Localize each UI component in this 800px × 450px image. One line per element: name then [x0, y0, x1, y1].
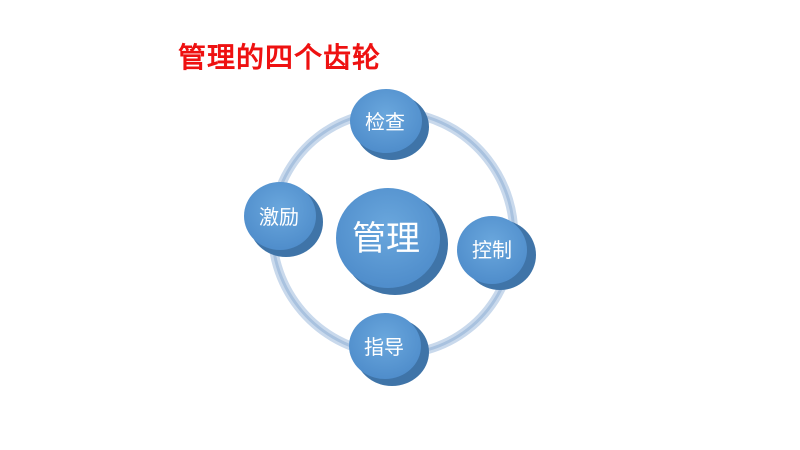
slide-title: 管理的四个齿轮	[178, 41, 382, 74]
node-motivate-label: 激励	[259, 205, 299, 229]
node-control: 控制	[457, 216, 536, 290]
node-motivate: 激励	[244, 182, 323, 257]
node-inspect-label: 检查	[365, 110, 405, 134]
center-node-manage: 管理	[336, 188, 448, 295]
connecting-ring	[267, 107, 519, 359]
node-guide-label: 指导	[364, 335, 404, 359]
node-guide: 指导	[349, 313, 429, 386]
center-label: 管理	[352, 219, 420, 259]
node-inspect: 检查	[350, 89, 429, 160]
node-control-label: 控制	[472, 238, 512, 262]
